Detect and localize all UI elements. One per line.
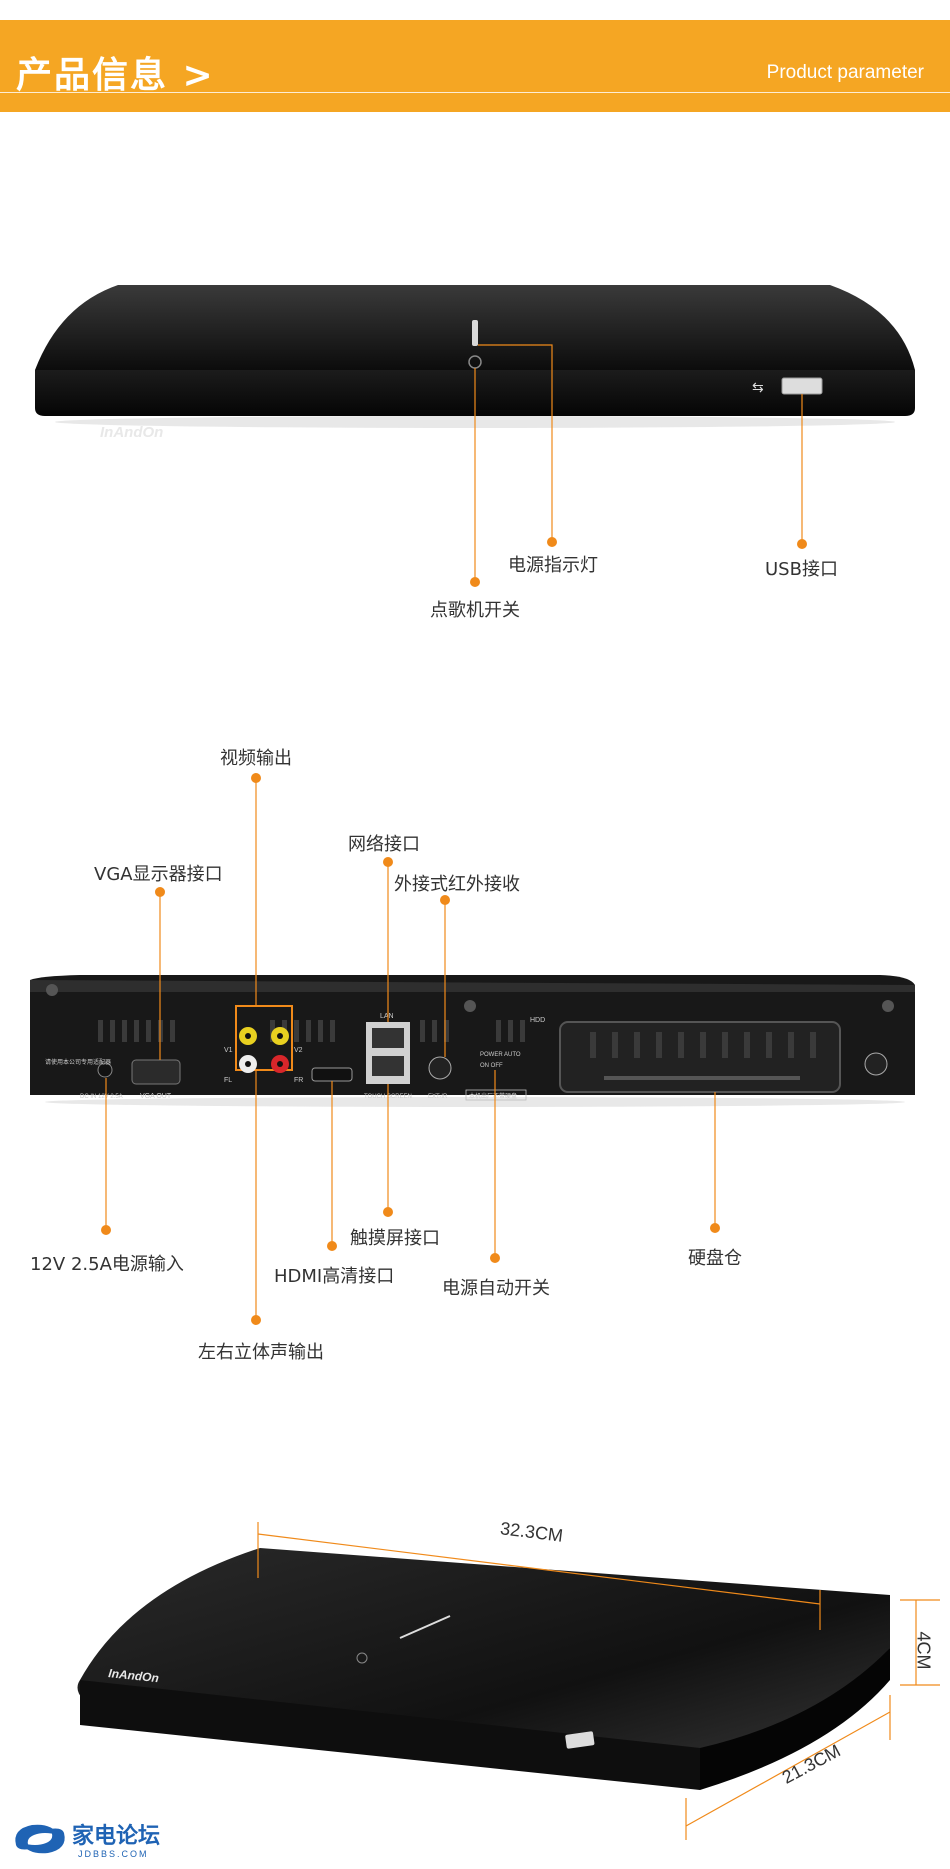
label-ext-ir: 外接式红外接收 [394,874,520,895]
panel-fl: FL [224,1077,232,1084]
front-view-photo: InAndOn ⇆ [35,285,915,587]
label-power-indicator: 电源指示灯 [508,555,598,576]
panel-ext-ir: EXT-IR [428,1094,448,1100]
header-divider [0,92,950,93]
watermark-logo: 家电论坛 JDBBS.COM [8,1815,188,1863]
panel-hdd: HDD [530,1017,545,1024]
dimension-view-photo: InAndOn [77,1522,940,1840]
panel-v2: V2 [294,1047,303,1054]
watermark-domain: JDBBS.COM [78,1849,149,1859]
label-vga: VGA显示器接口 [94,864,223,885]
label-hdd: 硬盘仓 [688,1248,742,1269]
label-stereo: 左右立体声输出 [198,1342,324,1363]
panel-power-auto: POWER AUTO [480,1052,521,1058]
label-touch: 触摸屏接口 [350,1228,440,1249]
panel-disk-note: 本机出厂不带硬盘 [469,1092,517,1100]
label-video-out: 视频输出 [220,748,292,769]
label-power-in: 12V 2.5A电源输入 [30,1254,184,1275]
label-hdmi: HDMI高清接口 [274,1266,395,1287]
label-network: 网络接口 [348,834,420,855]
panel-vga-out: VGA OUT [140,1093,172,1100]
panel-on-off: ON OFF [480,1063,503,1069]
panel-fr: FR [294,1077,303,1084]
panel-lan: LAN [380,1013,394,1020]
section-title: 产品信息 > [16,55,215,96]
svg-text:⇆: ⇆ [752,379,764,395]
label-usb-port: USB接口 [765,559,838,580]
panel-v1: V1 [224,1047,233,1054]
panel-dc: DC IN 12V 2.5A [80,1094,123,1100]
watermark-icon: 家电论坛 JDBBS.COM [15,1823,160,1859]
dim-height: 4CM [913,1631,934,1670]
back-view-photo: VGA OUT DC IN 12V 2.5A 请使用本公司专用适配器 V1 V2… [30,773,915,1325]
label-power-switch: 点歌机开关 [430,600,520,621]
label-auto-power: 电源自动开关 [442,1278,550,1299]
section-header: 产品信息 > Product parameter [0,20,950,112]
watermark-name: 家电论坛 [72,1823,160,1848]
section-subtitle: Product parameter [766,62,924,83]
front-brand: InAndOn [100,424,163,441]
dim-brand: InAndOn [108,1666,160,1685]
panel-adapter: 请使用本公司专用适配器 [45,1058,111,1066]
